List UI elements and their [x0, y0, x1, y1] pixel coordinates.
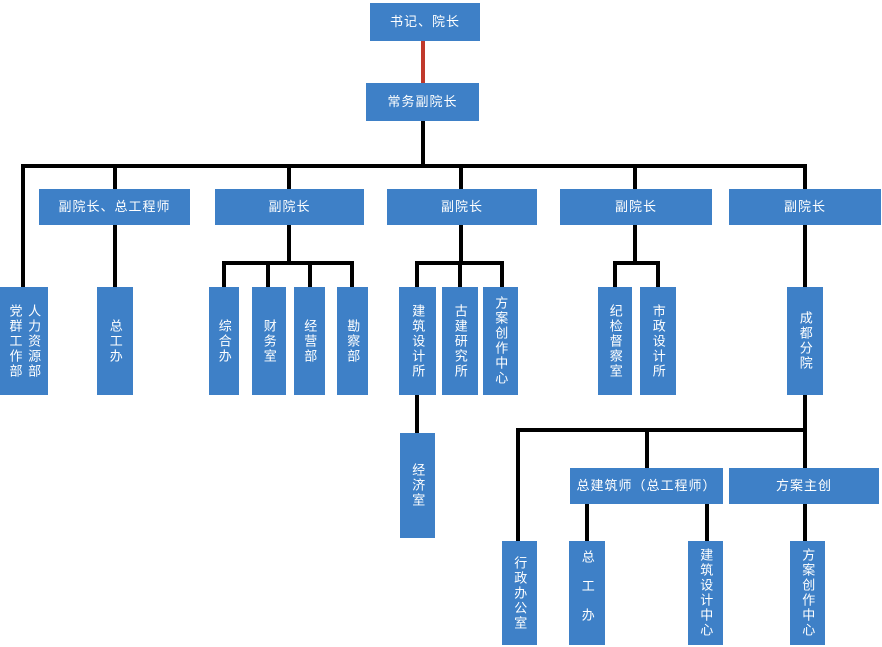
node-label: 方案创作中心 [800, 548, 816, 638]
connector-vp4-drop [633, 225, 637, 263]
node-label: 副院长 [614, 199, 657, 215]
node-economics-office[interactable]: 经济室 [400, 433, 435, 538]
node-label: 经营部 [302, 318, 318, 364]
node-scheme-creation-center[interactable]: 方案创作中心 [483, 287, 518, 395]
node-label: 成都分院 [797, 311, 813, 371]
node-label: 财务室 [261, 318, 277, 364]
connector-group2-horizontal [222, 261, 354, 265]
connector-left-drop [21, 164, 25, 287]
connector-vp3-drop [459, 225, 463, 263]
connector-group3-stub [458, 261, 462, 287]
node-general-office[interactable]: 综合办 [209, 287, 239, 395]
node-label: 总工办 [579, 549, 595, 637]
connector-branch-horizontal [516, 428, 807, 432]
connector-stub-vp2 [287, 164, 291, 189]
connector-chengdu-drop [803, 395, 807, 432]
node-label-hr-dept: 人力资源部 [26, 303, 42, 379]
node-admin-office[interactable]: 行政办公室 [502, 541, 537, 645]
node-discipline-inspection-office[interactable]: 纪检督察室 [598, 287, 632, 395]
connector-group4-horizontal [613, 261, 660, 265]
node-label-party-mass-dept: 党群工作部 [7, 303, 23, 379]
node-label: 建筑设计所 [410, 303, 426, 379]
node-municipal-design-institute[interactable]: 市政设计所 [640, 287, 676, 395]
node-chief-engineer-office[interactable]: 总工办 [97, 287, 133, 395]
connector-vp5-to-chengdu [803, 225, 807, 287]
node-vp-4[interactable]: 副院长 [560, 189, 712, 225]
connector-group3-stub [415, 261, 419, 287]
node-chengdu-branch[interactable]: 成都分院 [787, 287, 823, 395]
node-label: 副院长 [268, 199, 311, 215]
node-survey-dept[interactable]: 勘察部 [337, 287, 368, 395]
node-vp-3[interactable]: 副院长 [387, 189, 537, 225]
node-label: 纪检督察室 [607, 303, 623, 379]
node-label: 方案创作中心 [493, 296, 509, 386]
connector-ca-to-ceo-office2 [585, 503, 589, 541]
node-label: 总工办 [107, 318, 123, 364]
connector-group2-stub [350, 261, 354, 287]
node-label: 行政办公室 [512, 555, 528, 631]
connector-group4-stub [656, 261, 660, 287]
node-chief-architect[interactable]: 总建筑师（总工程师） [570, 468, 723, 504]
node-architectural-design-center[interactable]: 建筑设计中心 [688, 541, 723, 645]
node-label: 古建研究所 [452, 303, 468, 379]
node-label: 方案主创 [775, 478, 832, 494]
node-executive-vice-president[interactable]: 常务副院长 [366, 83, 479, 121]
node-secretary-president[interactable]: 书记、院长 [370, 3, 480, 41]
node-scheme-lead[interactable]: 方案主创 [729, 468, 879, 504]
connector-branch-to-scheme-lead [803, 428, 807, 468]
accent-connector-secretary-to-evp [421, 41, 425, 83]
node-label: 总建筑师（总工程师） [576, 478, 717, 494]
connector-trunk [421, 121, 425, 165]
node-label: 副院长 [783, 199, 826, 215]
connector-vp1-to-ceo-office [113, 225, 117, 287]
node-finance-office[interactable]: 财务室 [252, 287, 286, 395]
node-label: 勘察部 [345, 318, 361, 364]
node-label: 综合办 [216, 318, 232, 364]
node-scheme-creation-center-2[interactable]: 方案创作中心 [790, 541, 825, 645]
node-vp-chief-engineer[interactable]: 副院长、总工程师 [39, 189, 190, 225]
node-label: 书记、院长 [389, 14, 460, 30]
connector-branch-to-admin [516, 428, 520, 541]
connector-sl-to-creation-center2 [803, 503, 807, 541]
connector-group4-stub [613, 261, 617, 287]
node-business-dept[interactable]: 经营部 [294, 287, 325, 395]
connector-branch-to-chief-architect [645, 428, 649, 468]
node-label: 市政设计所 [650, 303, 666, 379]
connector-adi-to-economics [415, 395, 419, 433]
connector-stub-vp1 [113, 164, 117, 189]
node-vp-5[interactable]: 副院长 [729, 189, 881, 225]
node-label: 副院长、总工程师 [58, 199, 171, 215]
connector-stub-vp4 [633, 164, 637, 189]
connector-stub-vp5 [803, 164, 807, 189]
connector-group2-stub [222, 261, 226, 287]
connector-stub-vp3 [459, 164, 463, 189]
node-chief-engineer-office-2[interactable]: 总工办 [569, 541, 605, 645]
node-label: 常务副院长 [387, 94, 458, 110]
node-label: 建筑设计中心 [698, 548, 714, 638]
node-label: 经济室 [410, 463, 426, 508]
connector-group3-stub [500, 261, 504, 287]
node-label: 副院长 [440, 199, 483, 215]
connector-group2-stub [266, 261, 270, 287]
connector-main-horizontal [21, 164, 807, 168]
node-party-mass-and-hr-dept[interactable]: 党群工作部 人力资源部 [0, 287, 48, 395]
node-vp-2[interactable]: 副院长 [215, 189, 364, 225]
connector-vp2-drop [287, 225, 291, 263]
connector-group2-stub [308, 261, 312, 287]
node-ancient-architecture-institute[interactable]: 古建研究所 [442, 287, 478, 395]
connector-ca-to-design-center [705, 503, 709, 541]
node-architectural-design-institute[interactable]: 建筑设计所 [399, 287, 436, 395]
